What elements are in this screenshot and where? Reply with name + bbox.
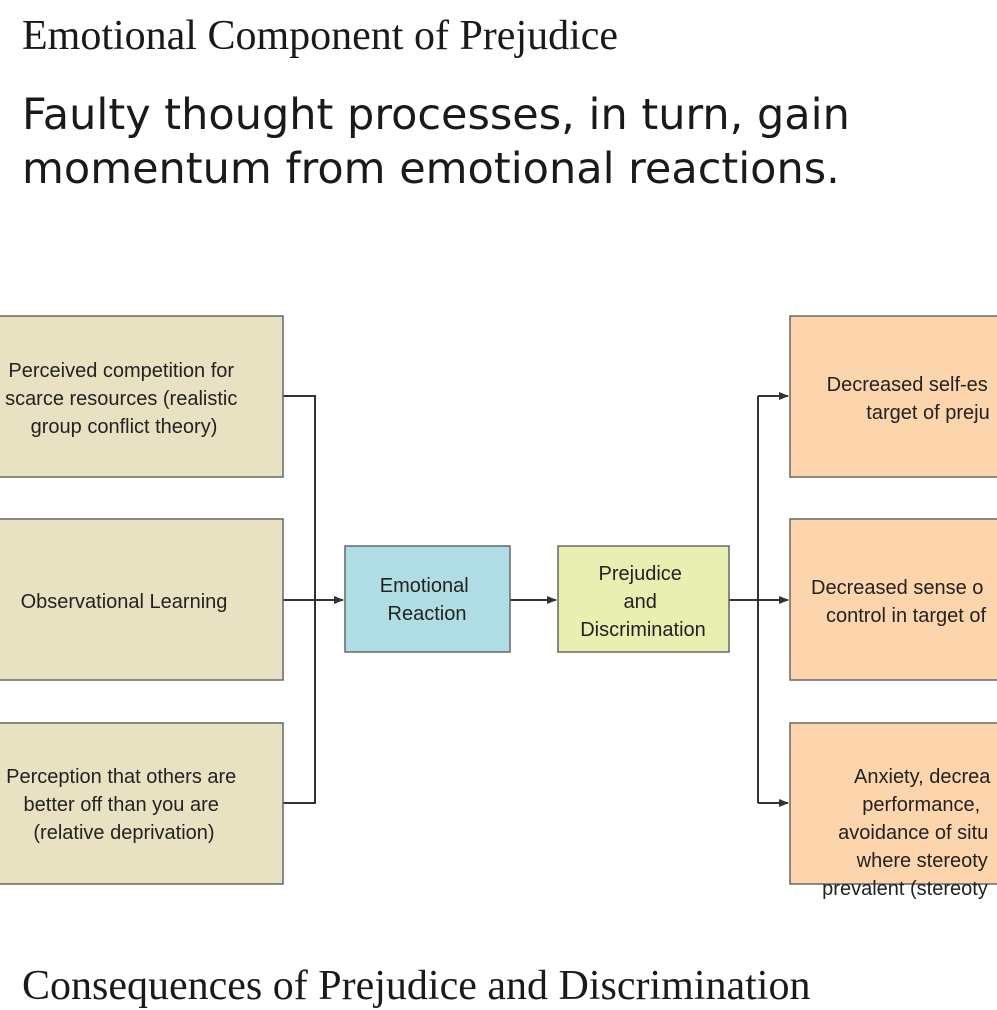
- cause-3-line-3: (relative deprivation): [33, 822, 214, 844]
- cause-1-line-3: group conflict theory): [31, 416, 218, 438]
- intro-line-1: Faulty thought processes, in turn, gain: [22, 90, 850, 140]
- consequence-box-self-esteem-rect: [789, 315, 997, 478]
- cause-box-observational-text: Observational Learning: [21, 591, 228, 613]
- cause-box-observational: Observational Learning: [0, 518, 284, 681]
- consequence-3-line-3: avoidance of situ: [838, 822, 988, 844]
- prejudice-text: Prejudice and Discrimination: [580, 563, 706, 641]
- emotional-line-1: Emotional: [380, 575, 469, 597]
- page-title: Emotional Component of Prejudice: [22, 13, 619, 59]
- consequence-box-anxiety-rect: [789, 722, 997, 885]
- cause-box-deprivation: Perception that others are better off th…: [0, 722, 284, 885]
- cause-box-competition-rect: [0, 315, 284, 478]
- cause-3-line-2: better off than you are: [24, 794, 219, 816]
- emotional-reaction-rect: [344, 545, 511, 653]
- consequence-3-line-4: where stereoty: [856, 850, 988, 872]
- cause-box-observational-rect: [0, 518, 284, 681]
- emotional-line-2: Reaction: [388, 603, 467, 625]
- cause-1-line-1: Perceived competition for: [8, 360, 234, 382]
- cause-box-deprivation-rect: [0, 722, 284, 885]
- consequence-3-line-1: Anxiety, decrea: [854, 766, 991, 788]
- prejudice-line-3: Discrimination: [580, 619, 706, 641]
- consequence-2-line-2: control in target of: [826, 605, 987, 627]
- intro-paragraph: Faulty thought processes, in turn, gain …: [22, 88, 962, 196]
- prejudice-line-1: Prejudice: [599, 563, 682, 585]
- consequence-1-line-2: target of preju: [866, 402, 989, 424]
- cause-2-line-1: Observational Learning: [21, 591, 228, 613]
- cause-box-competition-text: Perceived competition for scarce resourc…: [5, 360, 243, 438]
- cause-box-competition: Perceived competition for scarce resourc…: [0, 315, 284, 478]
- consequence-box-control-text: Decreased sense o control in target of: [811, 577, 989, 627]
- emotional-reaction-text: Emotional Reaction: [380, 575, 475, 625]
- consequence-2-line-1: Decreased sense o: [811, 577, 983, 599]
- consequence-box-anxiety: Anxiety, decrea performance, avoidance o…: [789, 722, 997, 900]
- intro-line-2: momentum from emotional reactions.: [22, 144, 840, 194]
- consequence-box-self-esteem: Decreased self-es target of preju: [789, 315, 997, 478]
- consequence-box-control-rect: [789, 518, 997, 681]
- consequence-3-line-5: prevalent (stereoty: [822, 878, 988, 900]
- cause-box-deprivation-text: Perception that others are better off th…: [6, 766, 242, 844]
- consequence-box-control: Decreased sense o control in target of: [789, 518, 997, 681]
- consequence-box-anxiety-text: Anxiety, decrea performance, avoidance o…: [822, 766, 996, 900]
- consequence-box-self-esteem-text: Decreased self-es target of preju: [827, 374, 994, 424]
- next-section-heading: Consequences of Prejudice and Discrimina…: [22, 963, 811, 1009]
- consequence-1-line-1: Decreased self-es: [827, 374, 988, 396]
- prejudice-box: Prejudice and Discrimination: [557, 545, 730, 653]
- emotional-reaction-box: Emotional Reaction: [344, 545, 511, 653]
- consequence-3-line-2: performance,: [862, 794, 980, 816]
- prejudice-rect: [557, 545, 730, 653]
- cause-3-line-1: Perception that others are: [6, 766, 236, 788]
- cause-1-line-2: scarce resources (realistic: [5, 388, 237, 410]
- prejudice-line-2: and: [624, 591, 657, 613]
- connectors: [283, 392, 789, 807]
